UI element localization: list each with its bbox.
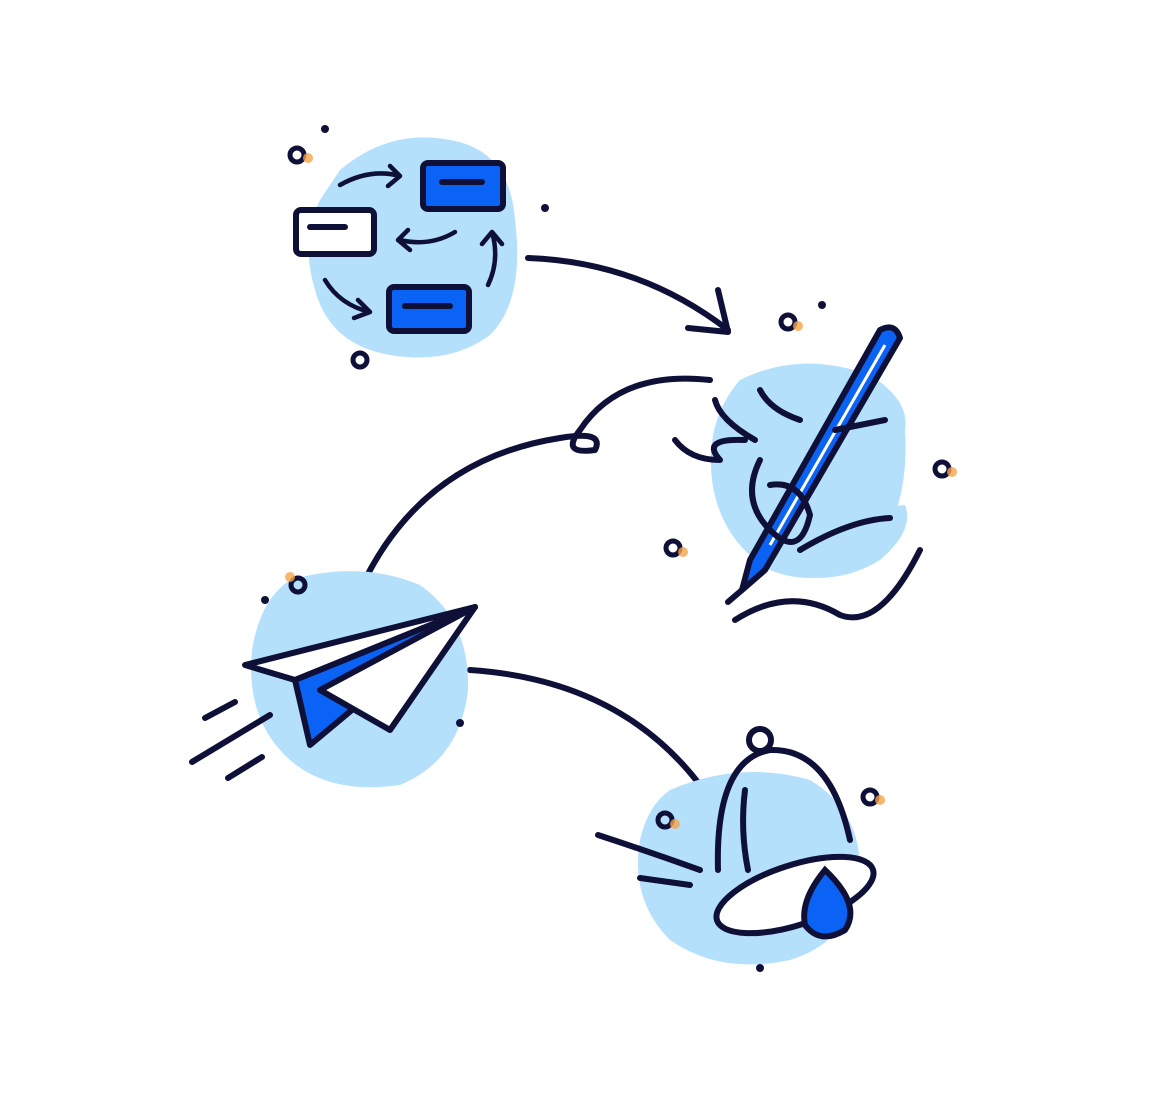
bell-icon: [595, 726, 885, 972]
workflow-icon: [287, 125, 549, 370]
workflow-box-top: [420, 160, 506, 212]
bell-clapper: [801, 865, 854, 940]
connector-arrow-1: [525, 255, 731, 335]
pen-hand-icon: [663, 301, 957, 623]
connector-loop: [357, 375, 713, 593]
paper-plane-icon: [189, 571, 478, 788]
connector-2: [467, 667, 703, 788]
workflow-box-left: [293, 207, 377, 257]
